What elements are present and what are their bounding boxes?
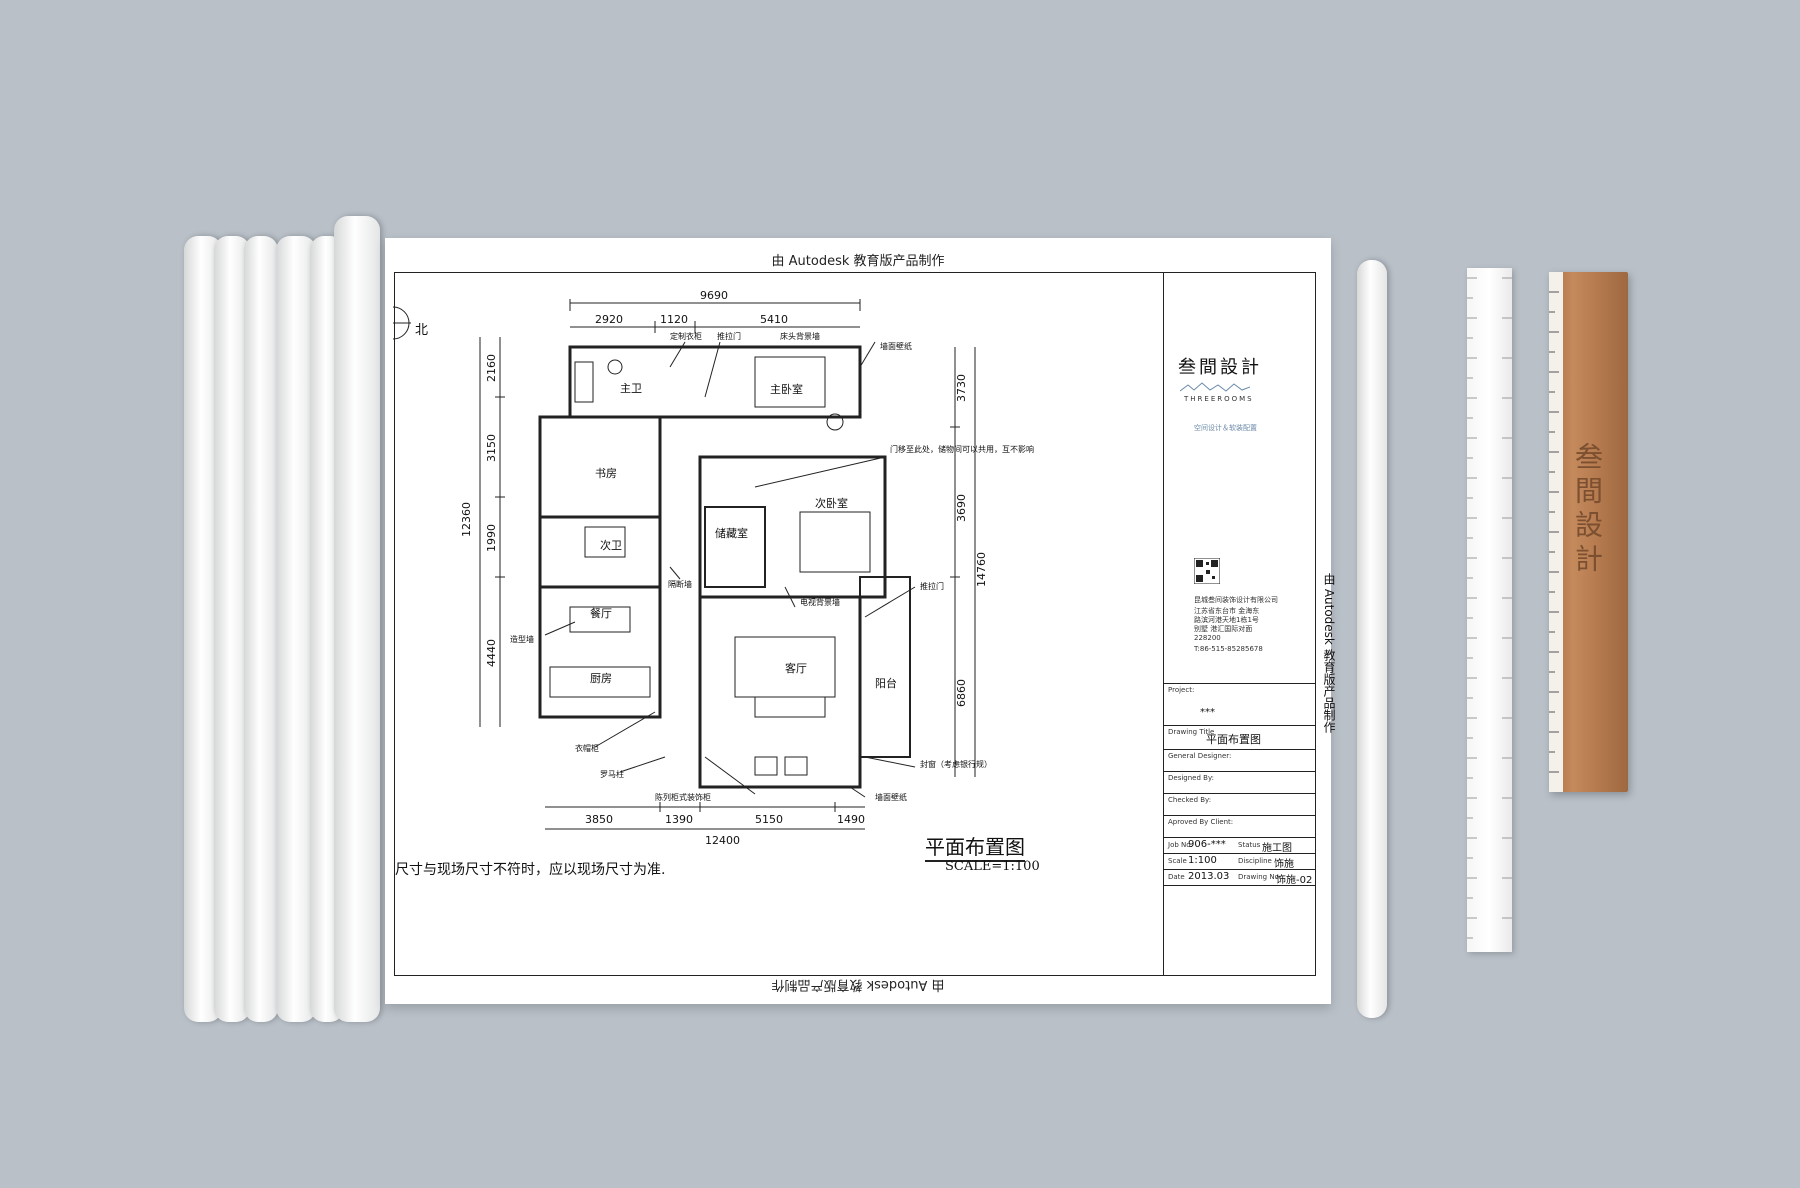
side-note: 由 Autodesk 教育版产品制作 bbox=[1322, 573, 1336, 733]
project-value: *** bbox=[1200, 707, 1215, 718]
dim-left-1: 2160 bbox=[485, 354, 498, 382]
note-sliding-door-2: 推拉门 bbox=[920, 581, 944, 591]
dim-right-2: 3690 bbox=[955, 494, 968, 522]
drawing-title-label: Drawing Title bbox=[1168, 728, 1215, 736]
note-feature-wall: 造型墙 bbox=[510, 634, 534, 644]
room-master-bath: 主卫 bbox=[620, 382, 642, 395]
plan-title: 平面布置图 bbox=[925, 831, 1025, 862]
drawing-no-value: 饰施-02 bbox=[1276, 875, 1313, 886]
dim-left-2: 3150 bbox=[485, 434, 498, 462]
title-block: 叁間設計 THREEROOMS 空间设计＆软装配置 昆城叁间装饰设计有限公司 江… bbox=[1163, 273, 1316, 975]
brand-en: THREEROOMS bbox=[1184, 395, 1254, 403]
white-ruler bbox=[1467, 268, 1512, 952]
dim-bottom-3: 5150 bbox=[755, 813, 783, 826]
status-value: 施工图 bbox=[1262, 843, 1292, 854]
blueprint-sheet: 由 Autodesk 教育版产品制作 由 Autodesk 教育版产品制作 北 bbox=[385, 238, 1336, 1004]
job-no-label: Job No. bbox=[1168, 841, 1193, 849]
right-paper-roll bbox=[1357, 260, 1387, 1018]
room-storage: 储藏室 bbox=[715, 526, 748, 540]
note-headboard-wall: 床头背景墙 bbox=[780, 331, 820, 341]
room-master-bedroom: 主卧室 bbox=[770, 382, 803, 396]
note-wallpaper-1: 墙面壁纸 bbox=[880, 341, 912, 351]
drawing-no-label: Drawing No. bbox=[1238, 873, 1281, 881]
dim-top-1: 2920 bbox=[595, 313, 623, 326]
footer-note: 由 Autodesk 教育版产品制作 bbox=[771, 977, 945, 992]
white-ruler-ticks bbox=[1467, 277, 1512, 939]
project-label: Project: bbox=[1168, 686, 1195, 694]
north-arrow-icon bbox=[392, 306, 411, 340]
note-partition-wall: 隔断墙 bbox=[668, 579, 692, 589]
discipline-value: 饰施 bbox=[1274, 859, 1294, 870]
dim-left-3: 1990 bbox=[485, 524, 498, 552]
dim-left-total: 12360 bbox=[460, 502, 473, 537]
brand-tagline: 空间设计＆软装配置 bbox=[1194, 424, 1257, 432]
brand-logo: 叁間設計 bbox=[1178, 357, 1262, 378]
mountain-logo-icon bbox=[1180, 382, 1250, 392]
header-note: 由 Autodesk 教育版产品制作 bbox=[771, 254, 945, 269]
qr-code-icon bbox=[1194, 558, 1220, 584]
dim-left-4: 4440 bbox=[485, 639, 498, 667]
room-living: 客厅 bbox=[785, 661, 807, 675]
dim-bottom-2: 1390 bbox=[665, 813, 693, 826]
note-wallpaper-2: 墙面壁纸 bbox=[875, 792, 907, 802]
scale-value: 1:100 bbox=[1188, 855, 1217, 866]
north-label: 北 bbox=[415, 323, 429, 338]
note-door-move: 门移至此处，储物间可以共用，互不影响 bbox=[890, 444, 1034, 454]
dim-bottom-4: 1490 bbox=[837, 813, 865, 826]
dimension-note: 尺寸与现场尺寸不符时，应以现场尺寸为准. bbox=[395, 862, 666, 878]
dim-right-3: 6860 bbox=[955, 679, 968, 707]
note-sliding-door-1: 推拉门 bbox=[717, 331, 741, 341]
room-second-bedroom: 次卧室 bbox=[815, 496, 848, 510]
floor-plan-drawing: 9690 2920 1120 5410 12360 2160 3150 1990… bbox=[460, 289, 1034, 847]
paper-roll bbox=[276, 236, 316, 1022]
paper-roll bbox=[244, 236, 278, 1022]
company-name: 昆城叁间装饰设计有限公司 bbox=[1194, 596, 1278, 604]
room-study: 书房 bbox=[595, 467, 617, 480]
checked-by-label: Checked By: bbox=[1168, 796, 1212, 804]
wooden-ruler-brand: 叁間設計 bbox=[1571, 442, 1604, 578]
company-phone: T:86-515-85285678 bbox=[1194, 645, 1263, 653]
note-wardrobe-cabinet: 衣帽柜 bbox=[575, 743, 599, 753]
note-tv-wall: 电视背景墙 bbox=[800, 597, 840, 607]
drawing-title-value: 平面布置图 bbox=[1206, 733, 1261, 746]
job-no-value: 906-*** bbox=[1188, 839, 1226, 850]
dim-right-1: 3730 bbox=[955, 374, 968, 402]
paper-roll bbox=[334, 216, 380, 1022]
dim-top-3: 5410 bbox=[760, 313, 788, 326]
wooden-ruler-scale bbox=[1549, 272, 1563, 792]
date-label: Date bbox=[1168, 873, 1185, 881]
dim-bottom-1: 3850 bbox=[585, 813, 613, 826]
dim-right-total: 14760 bbox=[975, 552, 988, 587]
date-value: 2013.03 bbox=[1188, 871, 1230, 882]
room-second-bath: 次卫 bbox=[600, 538, 622, 552]
plan-scale: SCALE=1:100 bbox=[945, 859, 1040, 874]
dim-top-2: 1120 bbox=[660, 313, 688, 326]
room-balcony: 阳台 bbox=[875, 676, 897, 690]
note-display-cabinet: 陈列柜式装饰柜 bbox=[655, 792, 711, 802]
note-window-seal: 封窗（考虑银行规） bbox=[920, 759, 992, 769]
wooden-ruler: 叁間設計 bbox=[1549, 272, 1628, 792]
rolled-paper-stack bbox=[184, 216, 394, 1022]
approved-by-label: Aproved By Client: bbox=[1168, 818, 1234, 826]
room-kitchen: 厨房 bbox=[590, 672, 612, 685]
room-dining: 餐厅 bbox=[590, 606, 612, 620]
drawing-frame: 北 bbox=[392, 272, 1336, 976]
note-custom-wardrobe: 定制衣柜 bbox=[670, 331, 702, 341]
note-roman-column: 罗马柱 bbox=[600, 769, 624, 779]
status-label: Status bbox=[1238, 841, 1261, 849]
dim-top-total: 9690 bbox=[700, 289, 728, 302]
discipline-label: Discipline bbox=[1238, 857, 1272, 865]
designed-by-label: Designed By: bbox=[1168, 774, 1214, 782]
scale-label: Scale bbox=[1168, 857, 1187, 865]
company-address: 江苏省东台市 金海东路滨河港天地1栋1号别墅 港汇国际对面 228200 bbox=[1194, 607, 1260, 642]
general-designer-label: General Designer: bbox=[1168, 752, 1232, 760]
dim-bottom-total: 12400 bbox=[705, 834, 740, 847]
